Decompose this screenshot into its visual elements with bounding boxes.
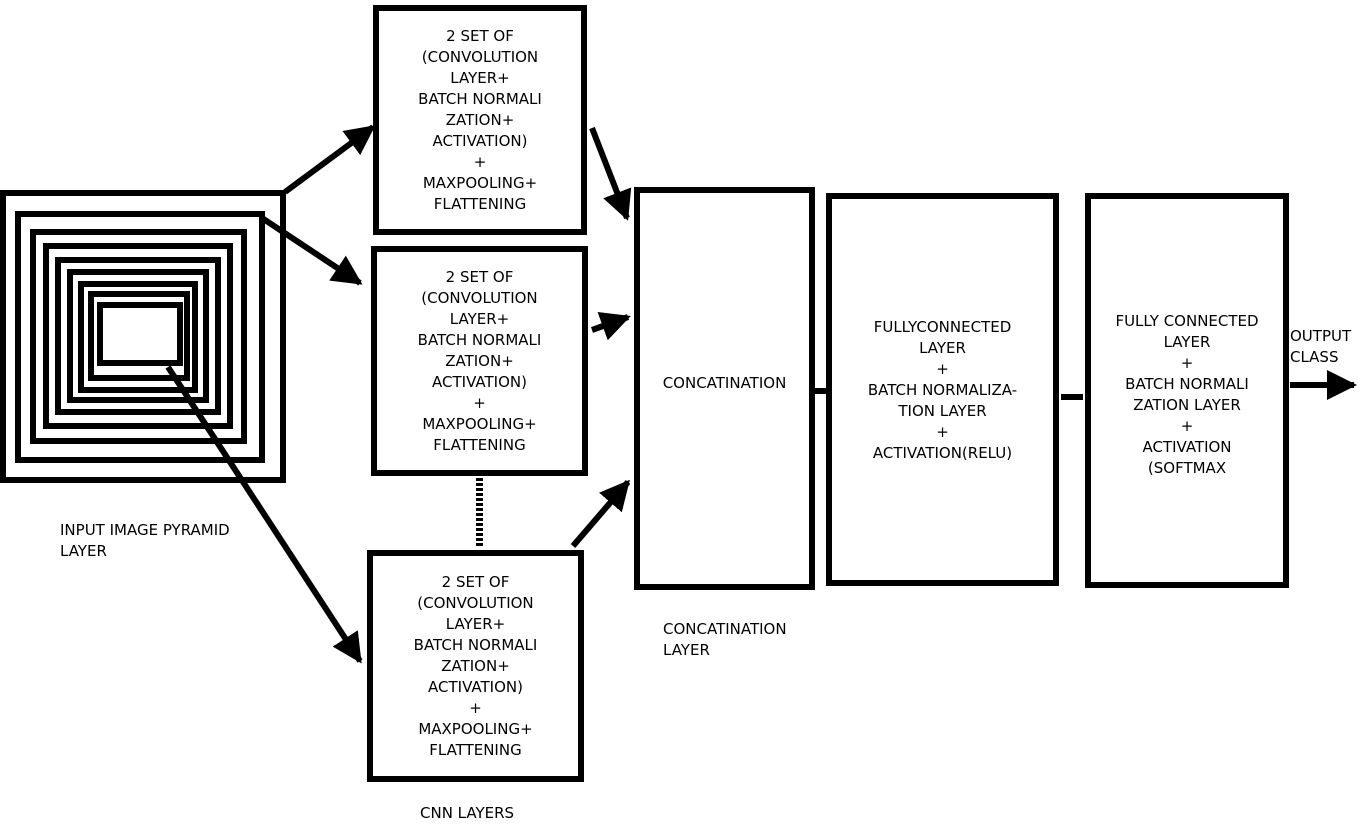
output-class-label: OUTPUT CLASS <box>1290 327 1352 366</box>
cnn-block-2-text: 2 SET OF (CONVOLUTION LAYER+ BATCH NORMA… <box>417 267 542 454</box>
fully-connected-block-1: FULLYCONNECTED LAYER + BATCH NORMALIZA- … <box>826 193 1059 586</box>
fully-connected-block-2: FULLY CONNECTED LAYER + BATCH NORMALI ZA… <box>1085 193 1289 588</box>
fully-connected-1-text: FULLYCONNECTED LAYER + BATCH NORMALIZA- … <box>867 318 1018 462</box>
concatenation-block: CONCATINATION <box>634 187 815 590</box>
arrow-cnn1-to-concat <box>589 126 632 221</box>
arrow-cnn3-to-concat <box>570 479 631 548</box>
input-pyramid-label: INPUT IMAGE PYRAMID LAYER <box>60 521 230 560</box>
cnn-block-3-text: 2 SET OF (CONVOLUTION LAYER+ BATCH NORMA… <box>413 572 538 759</box>
input-image-pyramid <box>0 190 287 483</box>
cnn-block-2: 2 SET OF (CONVOLUTION LAYER+ BATCH NORMA… <box>371 246 588 476</box>
cnn-block-1: 2 SET OF (CONVOLUTION LAYER+ BATCH NORMA… <box>373 5 587 235</box>
concatenation-text: CONCATINATION <box>662 374 787 392</box>
arrow-pyramid-to-cnn2 <box>260 215 363 286</box>
concatenation-layer-label: CONCATINATION LAYER <box>663 620 787 659</box>
arrow-pyramid-to-cnn1 <box>283 124 376 195</box>
pyramid-graphic <box>0 190 286 483</box>
cnn-layers-label: CNN LAYERS <box>420 804 515 822</box>
cnn-block-3: 2 SET OF (CONVOLUTION LAYER+ BATCH NORMA… <box>367 550 584 782</box>
more-cnn-blocks-dots <box>476 478 483 548</box>
arrow-cnn2-to-concat <box>590 312 631 341</box>
arrow-pyramid-to-cnn3 <box>165 365 363 664</box>
fully-connected-2-text: FULLY CONNECTED LAYER + BATCH NORMALI ZA… <box>1115 312 1259 477</box>
cnn-block-1-text: 2 SET OF (CONVOLUTION LAYER+ BATCH NORMA… <box>418 26 542 213</box>
